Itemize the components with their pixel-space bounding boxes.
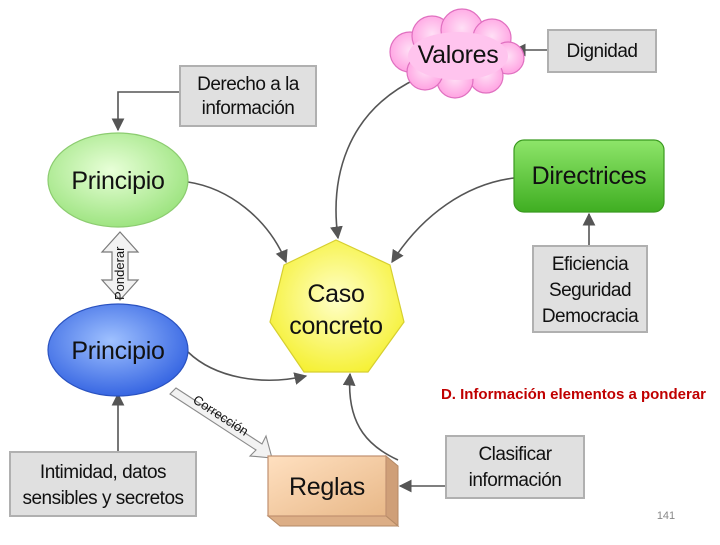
- principio-bottom-label: Principio: [71, 337, 164, 365]
- valores-cloud: Valores: [389, 8, 525, 99]
- ponderar-double-arrow: Ponderar: [100, 231, 140, 301]
- svg-text:Caso: Caso: [307, 280, 364, 308]
- reglas-box: Reglas: [266, 454, 400, 528]
- principio-bottom-ellipse: Principio: [47, 303, 189, 397]
- eficiencia-line-2: Seguridad: [549, 280, 631, 301]
- eficiencia-line-1: Eficiencia: [552, 254, 629, 275]
- dignidad-box: Dignidad: [547, 29, 657, 73]
- caso-line-1: Caso: [307, 280, 364, 308]
- principio-top-ellipse: Principio: [47, 132, 189, 228]
- svg-text:Seguridad: Seguridad: [549, 280, 631, 301]
- derecho-line-2: información: [202, 98, 295, 119]
- svg-text:Intimidad, datos: Intimidad, datos: [40, 462, 166, 483]
- svg-text:sensibles y secretos: sensibles y secretos: [22, 488, 183, 509]
- arrow-valores-to-caso: [330, 77, 419, 240]
- svg-text:Democracia: Democracia: [542, 306, 639, 327]
- intimidad-box: Intimidad, datos sensibles y secretos: [9, 451, 197, 517]
- page-number: 141: [657, 510, 675, 522]
- valores-label: Valores: [418, 41, 499, 69]
- correccion-arrow: Corrección: [169, 387, 273, 459]
- eficiencia-box: Eficiencia Seguridad Democracia: [532, 245, 648, 333]
- derecho-box: Derecho a la información: [179, 65, 317, 127]
- reglas-label: Reglas: [289, 473, 365, 501]
- principio-top-label: Principio: [71, 167, 164, 195]
- clasificar-line-1: Clasificar: [478, 444, 552, 465]
- svg-text:Derecho a la: Derecho a la: [197, 74, 300, 95]
- directrices-label: Directrices: [532, 162, 647, 190]
- svg-text:Eficiencia: Eficiencia: [552, 254, 629, 275]
- clasificar-box: Clasificar información: [445, 435, 585, 499]
- correccion-label: Corrección: [190, 392, 251, 439]
- arrow-principio-to-caso: [187, 181, 288, 264]
- eficiencia-line-3: Democracia: [542, 306, 639, 327]
- derecho-line-1: Derecho a la: [197, 74, 300, 95]
- intimidad-line-1: Intimidad, datos: [40, 462, 166, 483]
- caso-line-2: concreto: [289, 312, 383, 340]
- svg-text:Clasificar: Clasificar: [478, 444, 552, 465]
- svg-text:información: información: [202, 98, 295, 119]
- svg-text:concreto: concreto: [289, 312, 383, 340]
- dignidad-label: Dignidad: [567, 41, 638, 62]
- arrow-principio-bottom-to-caso: [187, 351, 308, 385]
- svg-text:información: información: [469, 470, 562, 491]
- directrices-box: Directrices: [513, 139, 665, 213]
- arrow-directrices-to-caso: [391, 177, 515, 264]
- caption-text: D. Información elementos a ponderar: [441, 386, 706, 403]
- intimidad-line-2: sensibles y secretos: [22, 488, 183, 509]
- ponderar-label: Ponderar: [112, 246, 127, 300]
- arrow-reglas-to-caso: [342, 372, 399, 461]
- clasificar-line-2: información: [469, 470, 562, 491]
- arrow-derecho-to-principio: [111, 91, 180, 132]
- caso-concreto-heptagon: Caso concreto: [269, 239, 405, 373]
